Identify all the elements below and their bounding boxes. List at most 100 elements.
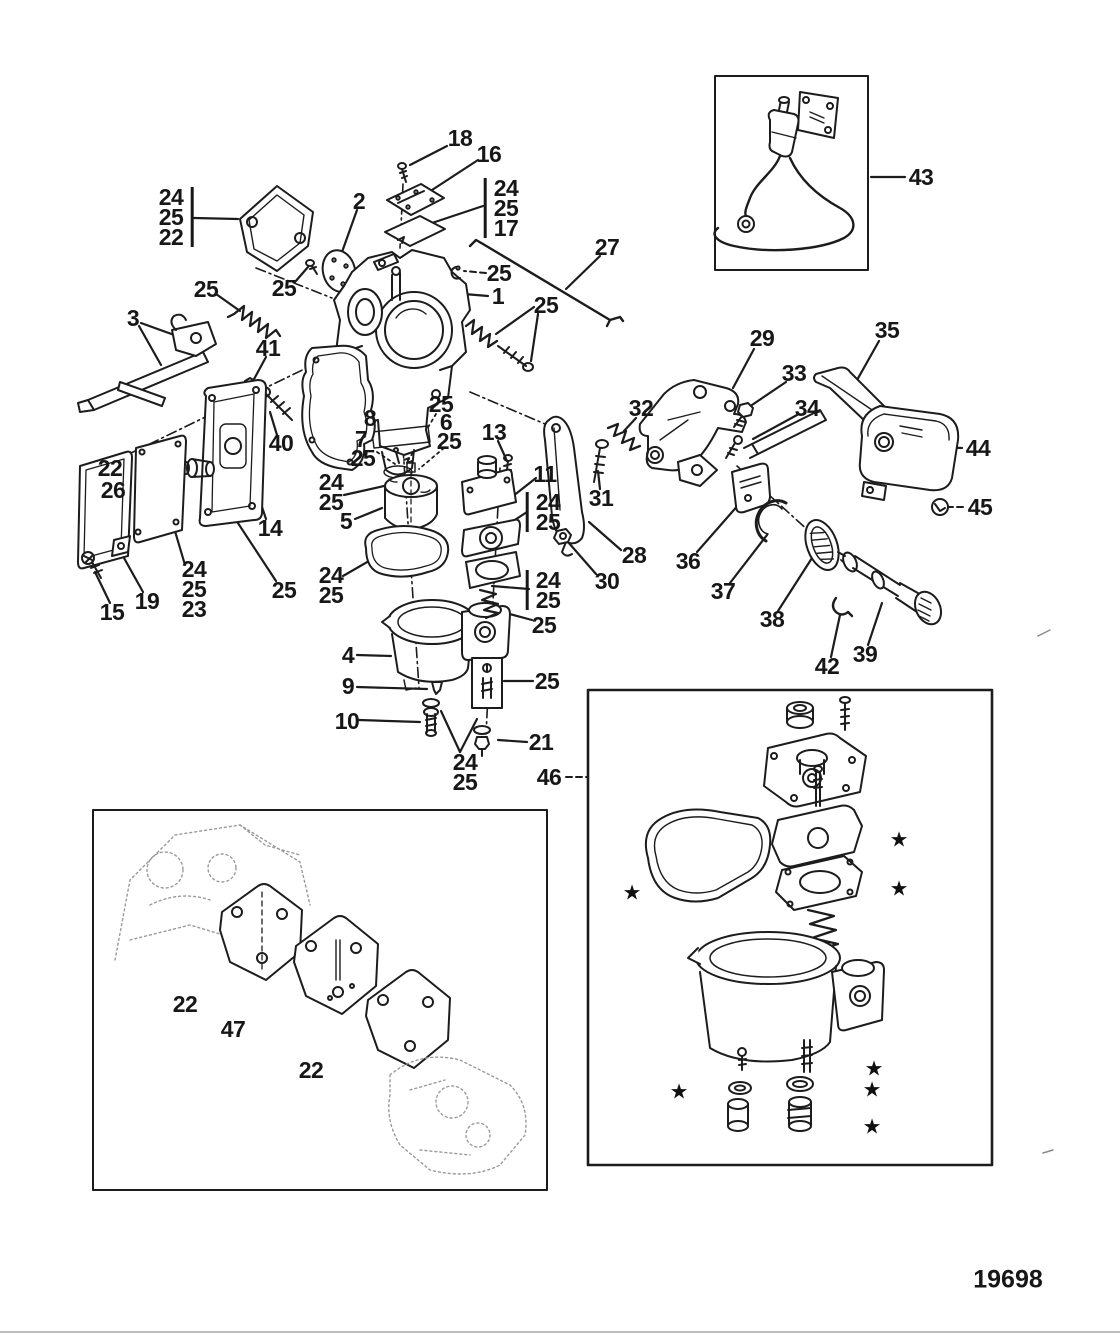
callout-text: 25 xyxy=(318,582,344,608)
star-marker-icon: ★ xyxy=(864,1057,884,1081)
pump-cover-11 xyxy=(461,455,517,516)
part-callout-25: 25 xyxy=(271,577,297,603)
part-callout-7: 7 xyxy=(354,426,368,452)
callout-text: 25 xyxy=(486,260,512,286)
part-callout-2: 2 xyxy=(352,188,366,214)
idle-screw-spring-25 xyxy=(464,318,534,372)
callout-text: 47 xyxy=(220,1016,246,1042)
callout-text: 21 xyxy=(528,729,554,755)
callout-text: 37 xyxy=(710,578,736,604)
callout-text: 25 xyxy=(534,668,560,694)
part-callout-22: 22 xyxy=(173,993,198,1016)
part-callout-33: 33 xyxy=(782,362,807,385)
callout-text: 5 xyxy=(339,508,353,534)
screw-15 xyxy=(81,551,103,579)
part-callout-25: 25 xyxy=(350,445,376,471)
part-callout-1: 1 xyxy=(491,283,505,309)
float-5 xyxy=(384,471,438,533)
bowl-gasket-24-25 xyxy=(364,525,450,578)
star-marker-icon: ★ xyxy=(889,877,909,901)
callout-text: 25 xyxy=(271,275,297,301)
part-callout-39: 39 xyxy=(853,643,878,666)
callout-text: 15 xyxy=(99,599,125,625)
callout-text: 25 xyxy=(428,391,454,417)
callout-text: 7 xyxy=(354,426,368,452)
screw-33 xyxy=(733,402,754,428)
clip-42 xyxy=(831,596,854,618)
callout-text: 25 xyxy=(193,276,219,302)
callout-text: 24 xyxy=(535,489,561,515)
pump-body-14 xyxy=(198,379,267,527)
callout-text: 42 xyxy=(814,653,840,679)
callout-text: 25 xyxy=(531,612,557,638)
callout-text: 22 xyxy=(97,455,123,481)
part-callout-25: 25 xyxy=(486,260,512,286)
callout-text: 44 xyxy=(965,435,991,461)
callout-text: 22 xyxy=(158,224,184,250)
gasket-17 xyxy=(384,215,446,247)
callout-text: 27 xyxy=(594,234,620,260)
throttle-arm-28 xyxy=(543,415,585,557)
callout-text: 26 xyxy=(100,477,126,503)
clip-25-right xyxy=(450,265,461,280)
part-callout-25: 25 xyxy=(193,276,219,302)
callout-text: 24 xyxy=(493,175,519,201)
part-callout-4: 4 xyxy=(342,644,355,667)
part-callout-5: 5 xyxy=(339,508,353,534)
figure-number: 19698 xyxy=(973,1265,1043,1294)
engine-silhouette-lower xyxy=(388,1056,527,1175)
gasket-8 xyxy=(301,344,376,471)
part-callout-29: 29 xyxy=(749,325,775,351)
pump-spring-25 xyxy=(478,588,500,620)
callout-text: 22 xyxy=(298,1057,324,1083)
part-callout-44: 44 xyxy=(965,435,991,461)
callout-text: 29 xyxy=(749,325,775,351)
callout-text: 9 xyxy=(341,673,355,699)
callout-text: 24 xyxy=(158,184,184,210)
callout-text: 30 xyxy=(594,568,620,594)
callout-text: 25 xyxy=(181,576,207,602)
callout-text: 24 xyxy=(318,562,344,588)
callout-text: 2 xyxy=(352,188,366,214)
callout-text: 18 xyxy=(447,125,473,151)
callout-text: 19 xyxy=(134,588,160,614)
star-marker-icon: ★ xyxy=(862,1115,882,1139)
callout-text: 25 xyxy=(158,204,184,230)
callout-text: 25 xyxy=(271,577,297,603)
part-callout-30: 30 xyxy=(594,568,620,594)
spring-32 xyxy=(606,422,642,452)
gasket-plate-22b xyxy=(365,969,451,1069)
throttle-rod-27 xyxy=(468,238,625,328)
screw-25-small xyxy=(305,259,318,275)
part-callout-46: 46 xyxy=(536,764,562,790)
screw-18 xyxy=(397,162,408,183)
screw-34 xyxy=(725,435,743,459)
scan-artifacts xyxy=(1037,629,1054,1154)
star-marker-icon: ★ xyxy=(862,1078,882,1102)
pump-gasket-23 xyxy=(133,434,187,544)
star-marker-icon: ★ xyxy=(889,828,909,852)
callout-text: 46 xyxy=(536,764,562,790)
callout-text: 41 xyxy=(255,335,281,361)
callout-text: 43 xyxy=(908,164,934,190)
jet-packet-25 xyxy=(471,657,503,709)
part-callout-6: 6 xyxy=(440,411,453,434)
callout-text: 25 xyxy=(350,445,376,471)
star-marker-icon: ★ xyxy=(669,1080,689,1104)
part-callout-35: 35 xyxy=(875,319,900,342)
callout-text: 1 xyxy=(491,283,505,309)
part-callout-25: 25 xyxy=(534,668,560,694)
main-jet-9 xyxy=(431,681,443,695)
part-callout-45: 45 xyxy=(968,496,993,519)
part-callout-10: 10 xyxy=(335,710,360,733)
part-callout-36: 36 xyxy=(676,550,701,573)
part-callout-47: 47 xyxy=(220,1016,246,1042)
part-callout-34: 34 xyxy=(795,397,820,420)
part-callout-28: 28 xyxy=(622,544,647,567)
screw-31 xyxy=(593,439,609,483)
